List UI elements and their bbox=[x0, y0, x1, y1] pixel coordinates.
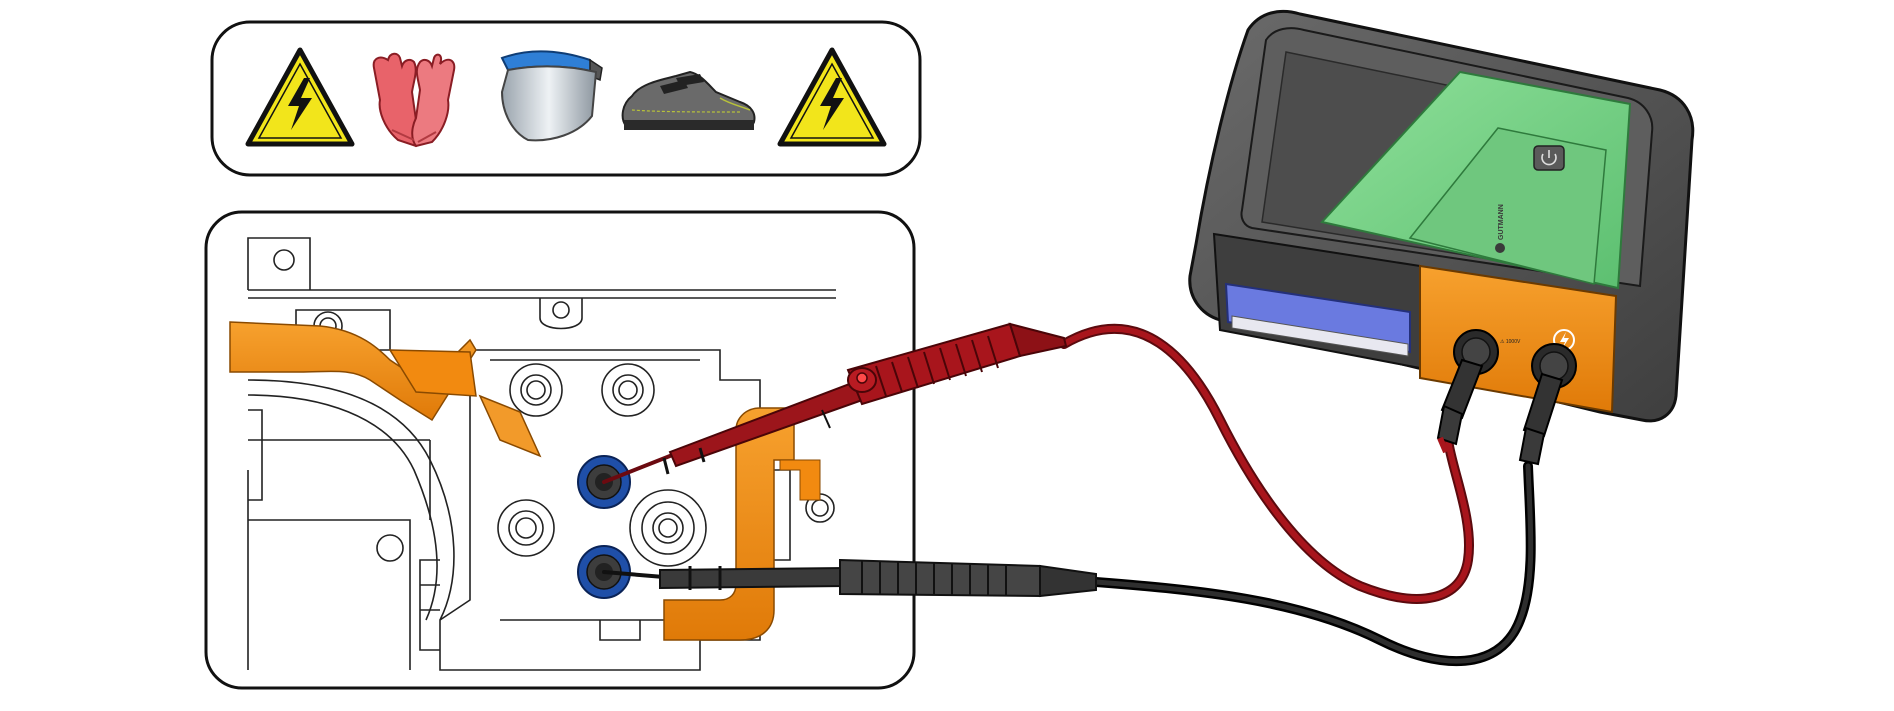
red-test-probe bbox=[602, 322, 1068, 484]
red-input-port[interactable] bbox=[1436, 329, 1499, 454]
battery-terminal-detail-panel bbox=[204, 210, 916, 690]
brand-logo: GUTMANN bbox=[1495, 204, 1505, 253]
svg-text:GUTMANN: GUTMANN bbox=[1498, 204, 1505, 240]
high-voltage-warning-icon bbox=[777, 47, 887, 147]
insulation-tester-device: GUTMANN ⚠ 1000V bbox=[1188, 9, 1695, 466]
face-shield-icon bbox=[500, 50, 603, 142]
power-button[interactable] bbox=[1533, 145, 1565, 171]
black-input-port[interactable] bbox=[1518, 343, 1577, 466]
high-voltage-warning-icon bbox=[245, 47, 355, 147]
ppe-panel bbox=[210, 20, 922, 177]
insulated-gloves-icon bbox=[372, 52, 456, 148]
svg-text:⚠ 1000V: ⚠ 1000V bbox=[1500, 339, 1521, 345]
test-cables bbox=[1059, 323, 1536, 667]
black-test-probe bbox=[602, 558, 1097, 598]
safety-shoe-icon bbox=[621, 70, 756, 130]
